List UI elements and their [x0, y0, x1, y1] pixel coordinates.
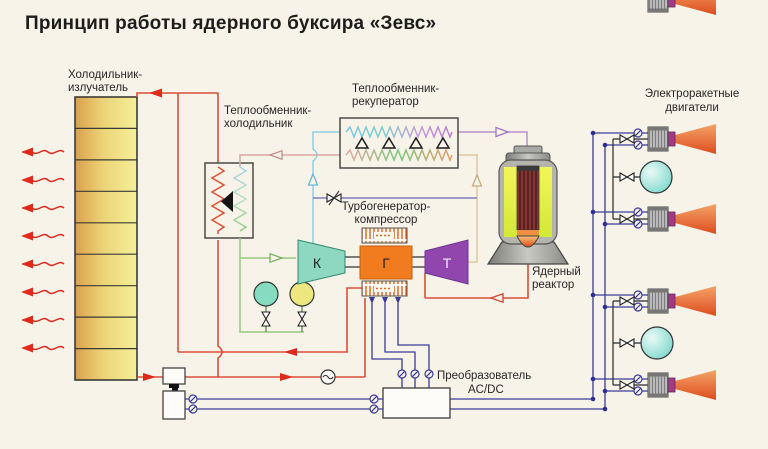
reactor-dome — [516, 235, 540, 248]
coolant-pump — [162, 367, 186, 391]
pump-flow-indicator — [320, 369, 336, 385]
converter-label-line1: Преобразователь — [437, 370, 531, 382]
gas-flow-arrows — [268, 126, 510, 304]
recuperator-cold-zigzag — [345, 124, 453, 140]
pump-drive-unit — [162, 390, 186, 420]
recuperator-label-line2: рекуператор — [352, 96, 419, 108]
pipe-beige-exhaust — [458, 154, 478, 263]
generator-letter: Г — [382, 255, 390, 271]
gas-storage-tanks — [253, 281, 315, 332]
cooler-hot-zigzag — [210, 166, 226, 234]
pipe-blue-compressed — [312, 131, 340, 243]
shaft-lines — [345, 256, 425, 268]
reactor-left-panel — [504, 167, 517, 237]
thruster-2 — [647, 203, 717, 235]
reactor-pedestal — [486, 241, 570, 265]
thruster-4 — [647, 369, 717, 401]
thruster-3 — [647, 285, 717, 317]
radiated-heat-arrows — [20, 146, 65, 354]
pipe-purple-heated — [458, 131, 528, 150]
thruster-1 — [647, 123, 717, 155]
bypass-valve — [326, 190, 342, 206]
reactor-label-line1: Ядерный — [532, 266, 581, 278]
ac-dc-converter — [382, 387, 451, 419]
compressor-letter: К — [313, 255, 322, 271]
pipe-pink-return — [239, 154, 340, 167]
turbo-label-line1: Турбогенератор- — [342, 201, 431, 213]
cooler-label-line2: холодильник — [224, 118, 293, 130]
generator: Г — [359, 245, 413, 280]
pipe-red-reactor-out — [424, 264, 529, 299]
reactor-label-line2: реактор — [532, 279, 574, 291]
cooler-heat-exchanger — [204, 162, 254, 239]
reactor-core-rods — [516, 165, 540, 231]
coolant-flow-arrows — [143, 88, 297, 381]
stator-windings — [361, 227, 408, 297]
ac-current-arrows — [369, 297, 401, 304]
tank-teal — [253, 281, 279, 307]
radiator-panel — [74, 96, 138, 381]
recuperator-heat-arrows — [354, 136, 451, 149]
radiator-label-line1: Холодильник- — [68, 69, 142, 81]
page-title: Принцип работы ядерного буксира «Зевс» — [25, 13, 437, 34]
reactor-right-panel — [539, 167, 552, 237]
engines-label-line1: Электроракетные — [645, 88, 739, 100]
recuperator-hot-zigzag — [345, 147, 453, 163]
converter-label-line2: AC/DC — [468, 384, 504, 396]
turbine: Т — [424, 239, 469, 285]
radiator-label-line2: излучатель — [68, 82, 128, 94]
nuclear-reactor — [486, 145, 570, 265]
cooler-label-line1: Теплообменник- — [224, 105, 311, 117]
pipe-green-cooled — [239, 238, 304, 333]
turbo-label-line2: компрессор — [355, 214, 418, 226]
heat-transfer-arrow-icon — [221, 191, 233, 212]
recuperator-heat-exchanger — [339, 117, 459, 169]
turbine-letter: Т — [443, 255, 452, 271]
compressor: К — [297, 239, 346, 285]
engines-label-line2: двигатели — [665, 102, 719, 114]
tank-yellow — [289, 281, 315, 307]
propellant-tank-1 — [639, 160, 673, 194]
propellant-tank-2 — [640, 326, 674, 360]
reactor-core-glow — [517, 230, 539, 238]
recuperator-label-line1: Теплообменник- — [352, 83, 439, 95]
coolant-loop-pipes — [136, 92, 366, 378]
cooler-gas-zigzag — [232, 166, 248, 232]
